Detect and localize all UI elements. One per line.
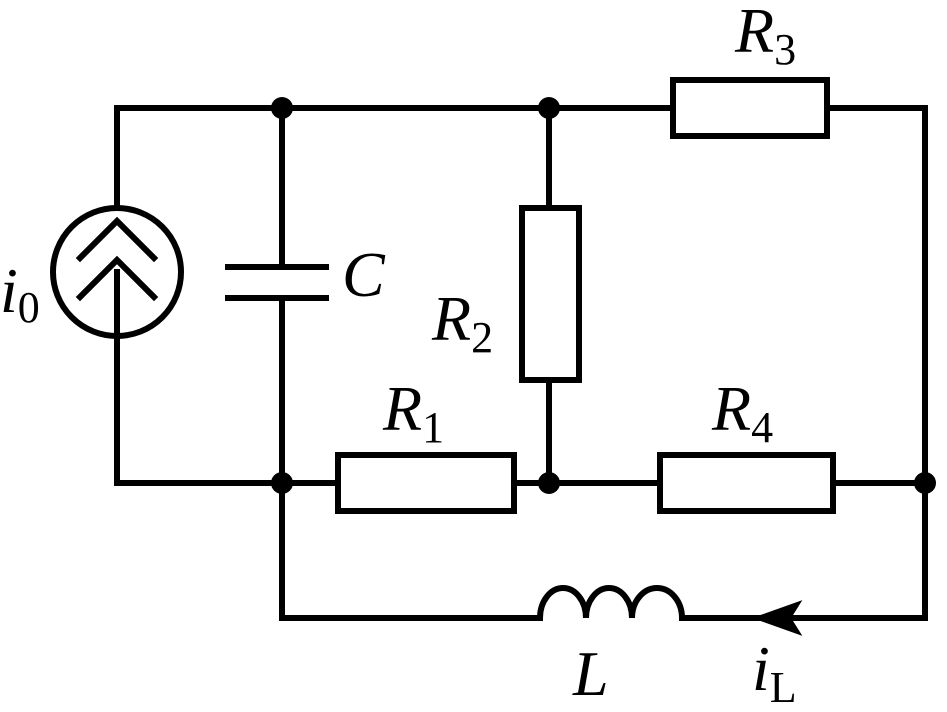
junction-dot <box>538 472 560 494</box>
wire-source-bottom <box>114 327 285 486</box>
current-source <box>50 205 184 339</box>
label-r4: R4 <box>711 373 773 452</box>
junction-dot <box>538 97 560 119</box>
resistor-r3 <box>670 77 830 139</box>
label-r3: R3 <box>734 0 796 74</box>
junctions <box>271 97 936 494</box>
label-r2: R2 <box>431 283 493 362</box>
capacitor <box>225 264 329 301</box>
wires <box>114 105 928 621</box>
inductor-coil <box>536 585 686 622</box>
resistor-r2 <box>519 205 582 383</box>
wire-cap-bottom <box>279 295 543 621</box>
junction-dot <box>914 472 936 494</box>
junction-dot <box>271 97 293 119</box>
resistor-r1 <box>335 452 517 514</box>
current-source-arrow-lower <box>75 255 159 302</box>
resistor-r4 <box>657 452 836 514</box>
label-i0: i0 <box>0 255 40 332</box>
inductor-current-arrow-icon <box>752 600 803 636</box>
junction-dot <box>271 472 293 494</box>
current-source-arrow-upper <box>75 216 159 263</box>
label-l: L <box>572 638 609 709</box>
label-r1: R1 <box>382 373 444 452</box>
label-il: iL <box>752 633 797 712</box>
wire-top-right <box>824 105 928 621</box>
label-c: C <box>342 239 386 310</box>
